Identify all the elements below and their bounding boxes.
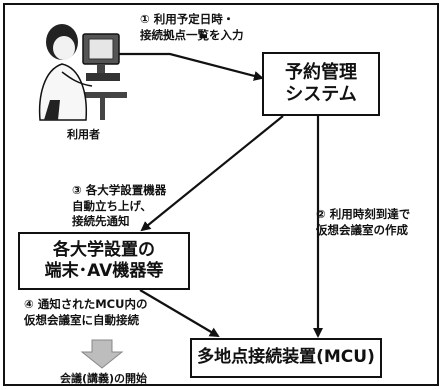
step2-label: ② 利用時刻到達で 仮想会議室の作成 [316,207,411,237]
step1-label: ① 利用予定日時・ 接続拠点一覧を入力 [140,12,244,42]
mcu-box: 多地点接続装置(MCU) [190,338,382,378]
arrow-reservation-to-terminals [140,115,284,232]
arrow-terminals-to-mcu [139,289,220,338]
down-block-arrow-icon [80,339,124,369]
terminals-box: 各大学設置の 端末･AV機器等 [18,232,190,290]
arrow-user-to-reservation [105,52,264,81]
reservation-system-box: 予約管理 システム [262,52,380,116]
user-label: 利用者 [67,128,100,141]
step4-label: ④ 通知されたMCU内の 仮想会議室に自動接続 [24,297,148,327]
step3-label: ③ 各大学設置機器 自動立ち上げ、 接続先通知 [72,183,167,229]
outer-border [3,3,439,386]
user-at-computer-icon [38,24,127,121]
session-start-label: 会議(講義)の開始 [60,372,148,385]
